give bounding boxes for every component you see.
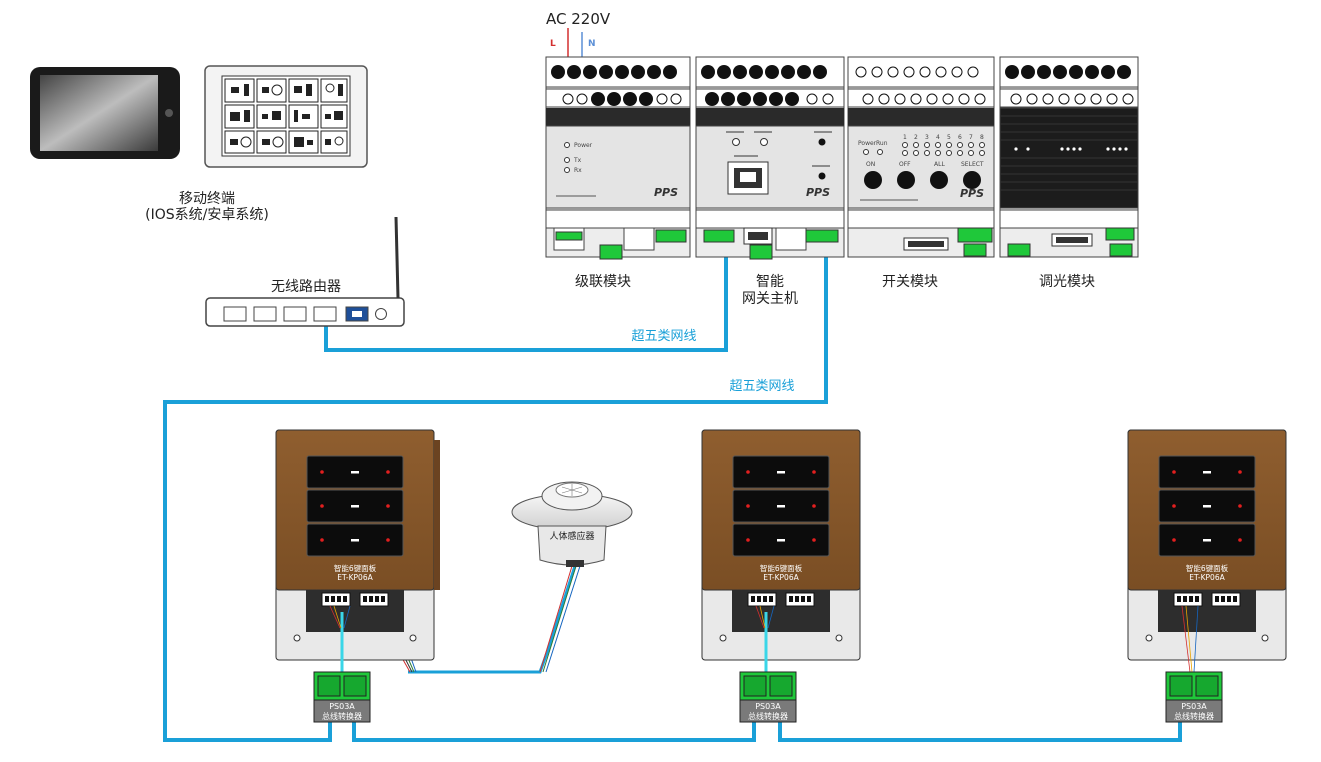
network-cables [163,250,1182,742]
svg-text:ALL: ALL [934,161,945,168]
svg-text:6: 6 [958,134,962,141]
ac-power-label: AC 220V [546,10,611,28]
svg-text:3: 3 [925,134,929,141]
dimmer-module-label: 调光模块 [1039,274,1095,290]
switch-module-label: 开关模块 [882,274,938,290]
svg-text:PPS: PPS [960,187,984,200]
cable-label-1: 超五类网线 [631,329,696,344]
cable-router-gateway [324,250,728,352]
touch-panel-device [204,65,368,168]
cascade-module: Power Tx Rx PPS [545,56,691,260]
gateway-label-line2: 网关主机 [742,291,798,307]
svg-text:Tx: Tx [573,157,582,164]
svg-text:PPS: PPS [654,186,678,199]
neutral-label: N [588,39,596,49]
svg-text:PS03A: PS03A [755,702,781,711]
bus-converter-3: PS03A 总线转换器 [1165,671,1223,723]
cable-bus-segment-2 [778,718,1182,742]
svg-text:7: 7 [969,134,973,141]
svg-text:5: 5 [947,134,951,141]
bus-converter-1: PS03A 总线转换器 [313,671,371,723]
svg-text:人体感应器: 人体感应器 [549,530,594,542]
svg-text:ET-KP06A: ET-KP06A [763,573,799,582]
svg-text:总线转换器: 总线转换器 [748,711,788,721]
svg-text:Rx: Rx [574,167,582,174]
svg-text:PS03A: PS03A [329,702,355,711]
svg-text:智能6键面板: 智能6键面板 [760,563,803,573]
svg-text:总线转换器: 总线转换器 [322,711,362,721]
svg-text:1: 1 [903,134,907,141]
svg-text:智能6键面板: 智能6键面板 [334,563,377,573]
six-key-panel-1: 智能6键面板 ET-KP06A [275,429,440,672]
svg-text:ET-KP06A: ET-KP06A [337,573,373,582]
svg-text:ET-KP06A: ET-KP06A [1189,573,1225,582]
cable-label-2: 超五类网线 [729,379,794,394]
bus-converter-2: PS03A 总线转换器 [739,671,797,723]
svg-text:ON: ON [866,161,875,168]
svg-text:OFF: OFF [899,161,911,168]
gateway-label-line1: 智能 [756,274,784,290]
dimmer-module [999,56,1139,258]
six-key-panel-3: 智能6键面板 ET-KP06A [1127,429,1287,673]
router-label: 无线路由器 [271,279,341,295]
svg-text:Power: Power [574,142,593,149]
wireless-router [205,216,405,327]
svg-text:总线转换器: 总线转换器 [1174,711,1214,721]
svg-text:PPS: PPS [806,186,830,199]
switch-module: Power Run 1 2 3 4 5 6 7 8 ON OFF ALL SEL… [847,56,995,258]
svg-text:SELECT: SELECT [961,161,984,168]
motion-sensor: 人体感应器 [511,481,633,567]
svg-text:智能6键面板: 智能6键面板 [1186,563,1229,573]
gateway-module: PPS [695,56,845,260]
svg-text:Power: Power [858,140,877,147]
svg-text:PS03A: PS03A [1181,702,1207,711]
cable-gateway-bus [163,250,828,742]
svg-text:4: 4 [936,134,940,141]
six-key-panel-2: 智能6键面板 ET-KP06A [701,429,861,672]
live-label: L [550,39,556,49]
cable-bus-segment-1 [352,718,756,742]
svg-text:Run: Run [876,140,888,147]
svg-text:8: 8 [980,134,984,141]
mobile-os-label: (IOS系统/安卓系统) [145,207,269,223]
cascade-module-label: 级联模块 [575,274,631,290]
mobile-terminal-label: 移动终端 [179,191,235,207]
tablet-device [30,67,180,159]
svg-text:2: 2 [914,134,918,141]
